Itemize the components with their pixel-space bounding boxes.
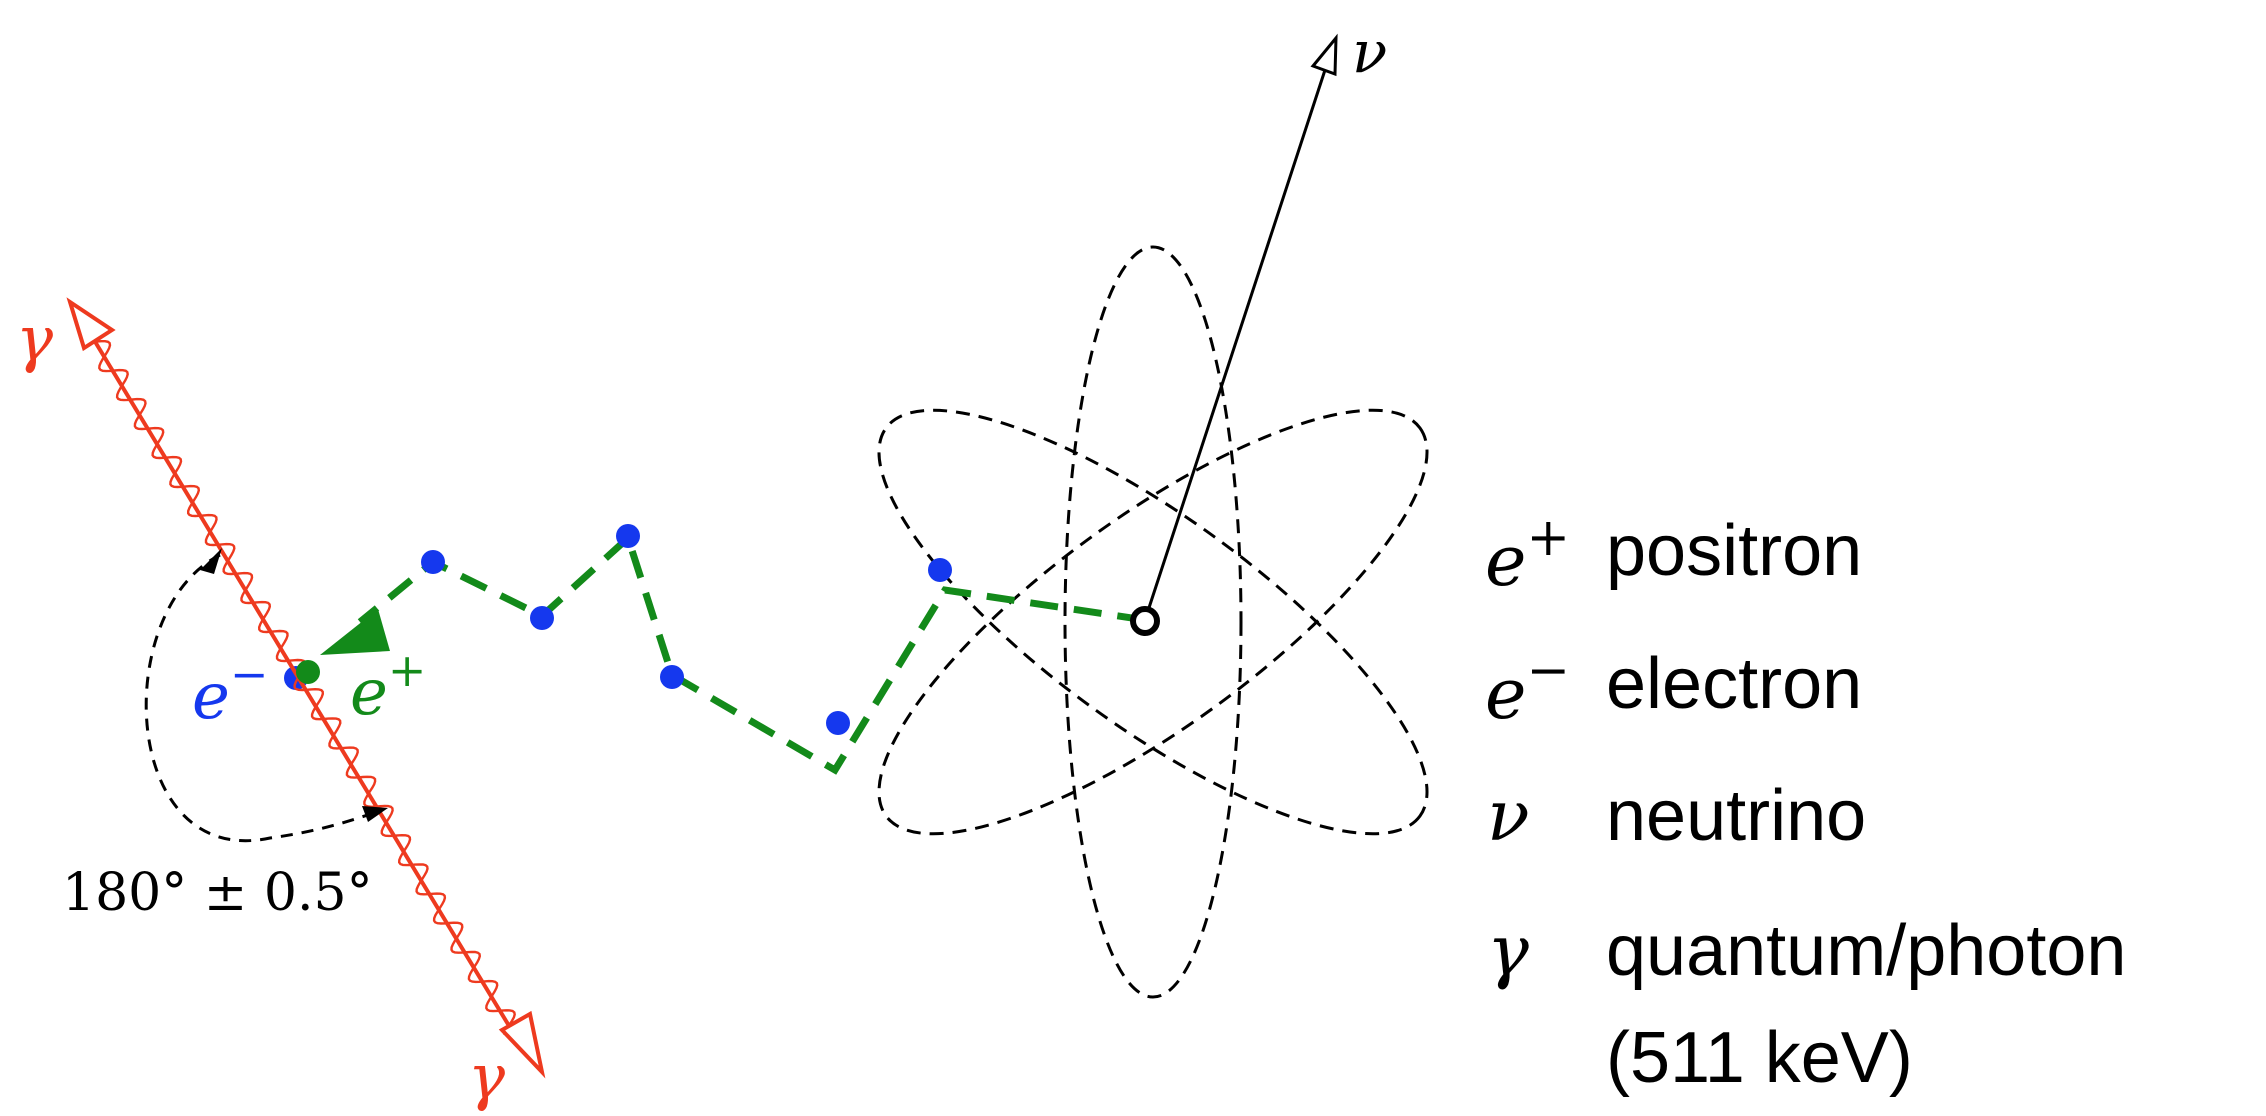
atom-orbits: [877, 245, 1429, 999]
angle-arrowhead-bottom: [362, 806, 388, 822]
legend-label: electron: [1606, 644, 1862, 724]
gamma-line: [86, 328, 522, 1046]
legend-label: positron: [1606, 511, 1862, 591]
legend-label: quantum/photon: [1606, 911, 2126, 991]
electron-label-symbol: e: [192, 660, 230, 734]
legend: e+ positron e− electron ν neutrino γ qua…: [1485, 508, 2126, 1098]
angle-indicator: 180° ± 0.5°: [62, 548, 388, 923]
positron-label-symbol: e: [350, 656, 388, 730]
electron-dot: [530, 606, 554, 630]
gamma-wave-bottom: [293, 674, 516, 1036]
legend-symbol: γ: [1487, 910, 1529, 992]
gamma-label-bottom: γ: [468, 1040, 506, 1113]
annihilation-positron-dot: [296, 660, 320, 684]
orbit-diagonal-b: [877, 408, 1429, 836]
legend-sup: +: [1526, 508, 1570, 568]
legend-symbol: ν: [1487, 775, 1530, 857]
nucleus-origin: [1130, 606, 1160, 636]
legend-label: neutrino: [1606, 776, 1866, 856]
electron-dot: [660, 665, 684, 689]
angle-label: 180° ± 0.5°: [62, 863, 373, 923]
legend-symbol: e: [1485, 653, 1526, 735]
legend-item-electron: e− electron: [1485, 641, 1862, 735]
svg-text:e−: e−: [1485, 641, 1570, 735]
orbit-diagonal-a: [877, 408, 1429, 836]
gamma-label-top: γ: [16, 302, 54, 375]
angle-arc: [144, 553, 379, 843]
electron-label: e−: [192, 647, 268, 734]
legend-sup: −: [1526, 641, 1570, 701]
neutrino-label: ν: [1352, 18, 1387, 86]
gamma-arrowhead-top: [66, 297, 116, 352]
positron-label: e+: [350, 643, 426, 730]
annihilation-labels: e− e+: [192, 643, 426, 734]
electron-dot: [421, 550, 445, 574]
positron-arrowhead: [320, 609, 390, 655]
electron-dot: [616, 524, 640, 548]
svg-text:e+: e+: [1485, 508, 1570, 602]
positron-path: [320, 531, 1146, 775]
positron-trajectory: [357, 531, 1146, 775]
angle-arrowhead-top: [200, 548, 222, 574]
legend-item-neutrino: ν neutrino: [1487, 775, 1866, 857]
electron-dot: [826, 711, 850, 735]
orbit-vertical: [1063, 245, 1243, 999]
legend-label-2: (511 keV): [1606, 1018, 1913, 1098]
electron-label-sign: −: [230, 647, 269, 701]
neutrino-track: ν: [1143, 18, 1387, 621]
positron-label-sign: +: [388, 643, 427, 697]
neutrino-arrowhead: [1310, 33, 1338, 77]
legend-symbol: e: [1485, 520, 1526, 602]
legend-item-photon: γ quantum/photon (511 keV): [1487, 910, 2126, 1098]
legend-item-positron: e+ positron: [1485, 508, 1862, 602]
electron-dot: [928, 558, 952, 582]
neutrino-line: [1143, 69, 1327, 621]
gamma-wave-top: [96, 340, 307, 676]
gamma-rays: γ γ: [16, 297, 546, 1113]
gamma-arrowhead-bottom: [498, 1010, 546, 1079]
